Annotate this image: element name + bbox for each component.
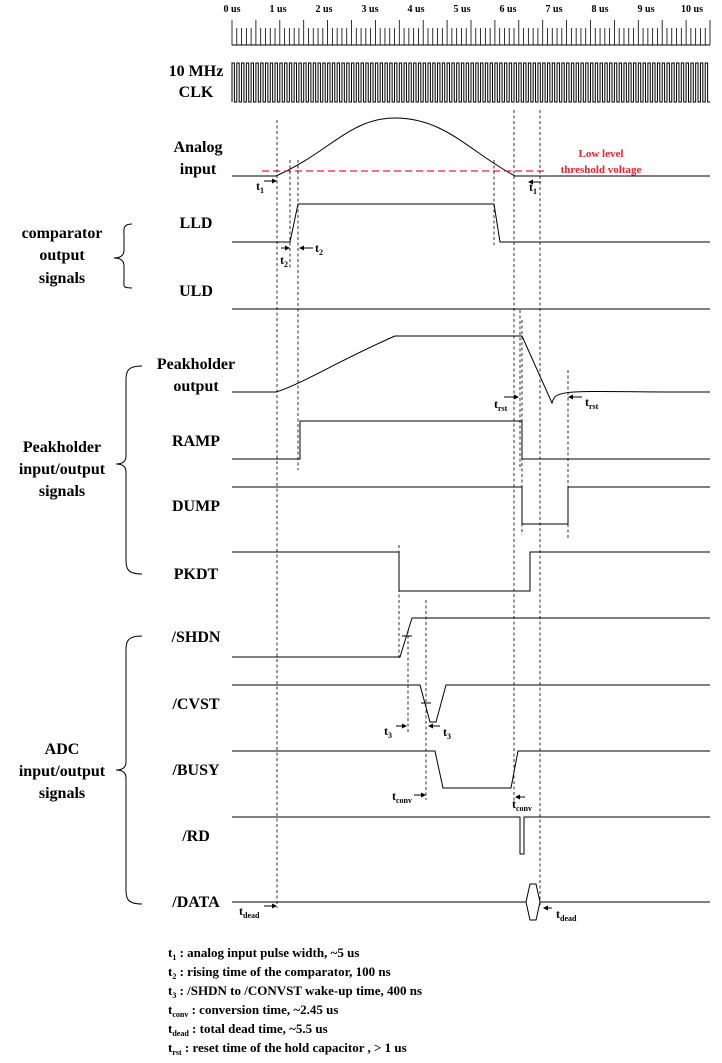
svg-text:t2: t2 [315, 241, 323, 257]
group-label-adc: ADC [45, 741, 80, 758]
cvst-waveform [232, 684, 710, 723]
group-label-adc: input/output [19, 763, 106, 780]
legend-item: t2 : rising time of the comparator, 100 … [168, 964, 391, 981]
tick-label: 4 us [408, 4, 425, 15]
svg-text:trst: trst [494, 397, 508, 413]
tick-label: 0 us [224, 4, 241, 15]
legend-item: t1 : analog input pulse width, ~5 us [168, 945, 359, 962]
legend-item: tdead : total dead time, ~5.5 us [168, 1021, 328, 1038]
clk-label: CLK [179, 84, 214, 101]
svg-text:tdead: tdead [239, 904, 260, 920]
threshold-label: threshold voltage [561, 164, 642, 176]
signal-label-pkdt: PKDT [174, 566, 219, 583]
svg-text:tdead: tdead [556, 907, 577, 923]
signal-label-rd: /RD [181, 828, 210, 845]
group-label-peakholder: input/output [19, 461, 106, 478]
signal-label-peakholder: Peakholder [157, 356, 235, 373]
trst-marker: trst trst [494, 394, 599, 413]
tick-label: 7 us [546, 4, 563, 15]
busy-waveform [232, 750, 710, 789]
ramp-waveform [232, 420, 710, 460]
tick-label: 10 us [681, 4, 703, 15]
legend-item: tconv : conversion time, ~2.45 us [168, 1002, 338, 1019]
analog-waveform [232, 117, 710, 177]
signal-label-busy: /BUSY [171, 762, 220, 779]
t1-marker-right: t1 [528, 179, 541, 196]
signal-label-peakholder: output [173, 378, 219, 395]
group-label-comparator: output [39, 247, 85, 264]
svg-text:tconv: tconv [392, 789, 412, 805]
signal-label-cvst: /CVST [171, 696, 219, 713]
signal-label-ramp: RAMP [172, 433, 220, 450]
legend-item: t3 : /SHDN to /CONVST wake-up time, 400 … [168, 983, 422, 1000]
signal-label-uld: ULD [179, 283, 213, 300]
tick-label: 5 us [454, 4, 471, 15]
timing-guides [276, 110, 569, 908]
peakholder-waveform [232, 335, 711, 405]
data-waveform [232, 883, 710, 921]
signal-label-data: /DATA [171, 894, 220, 911]
tconv-marker: tconv tconv [392, 789, 532, 813]
svg-text:t3: t3 [443, 725, 451, 741]
t3-marker: t3 t3 [384, 723, 451, 741]
tick-label: 1 us [270, 4, 287, 15]
signal-label-shdn: /SHDN [171, 629, 221, 646]
legend-item: trst : reset time of the hold capacitor … [168, 1040, 407, 1057]
lld-waveform [232, 203, 710, 243]
legend: t1 : analog input pulse width, ~5 us t2 … [168, 945, 422, 1057]
svg-text:t1: t1 [529, 180, 537, 196]
tick-label: 2 us [316, 4, 333, 15]
tick-label: 8 us [592, 4, 609, 15]
tdead-marker: tdead tdead [239, 903, 577, 923]
shdn-waveform [232, 617, 710, 658]
group-label-comparator: comparator [22, 225, 103, 242]
group-label-peakholder: signals [39, 483, 85, 500]
adc-brace [115, 635, 143, 905]
peakholder-brace [115, 365, 143, 575]
tick-label: 6 us [500, 4, 517, 15]
pkdt-waveform [232, 551, 710, 592]
svg-text:tconv: tconv [512, 797, 532, 813]
svg-text:t1: t1 [256, 179, 264, 195]
group-label-adc: signals [39, 785, 85, 802]
signal-label-dump: DUMP [172, 498, 220, 515]
t1-marker-left: t1 [256, 178, 277, 195]
clock-waveform [231, 62, 710, 103]
clk-label: 10 MHz [169, 63, 224, 80]
svg-text:t3: t3 [384, 724, 392, 740]
svg-text:t2: t2 [280, 253, 288, 269]
comparator-brace [113, 223, 133, 289]
t2-marker: t2 t2 [280, 241, 323, 269]
tick-label: 9 us [638, 4, 655, 15]
signal-label-analog: input [180, 161, 217, 178]
time-axis: 0 us 1 us 2 us 3 us 4 us 5 us 6 us 7 us … [224, 4, 711, 46]
ruler-ticks [231, 20, 711, 45]
signal-label-analog: Analog [174, 139, 223, 156]
threshold-label: Low level [579, 148, 624, 160]
rd-waveform [232, 816, 710, 855]
group-label-comparator: signals [39, 270, 85, 287]
signal-label-lld: LLD [180, 215, 213, 232]
tick-label: 3 us [362, 4, 379, 15]
svg-text:trst: trst [585, 395, 599, 411]
group-label-peakholder: Peakholder [23, 439, 101, 456]
dump-waveform [232, 486, 710, 525]
